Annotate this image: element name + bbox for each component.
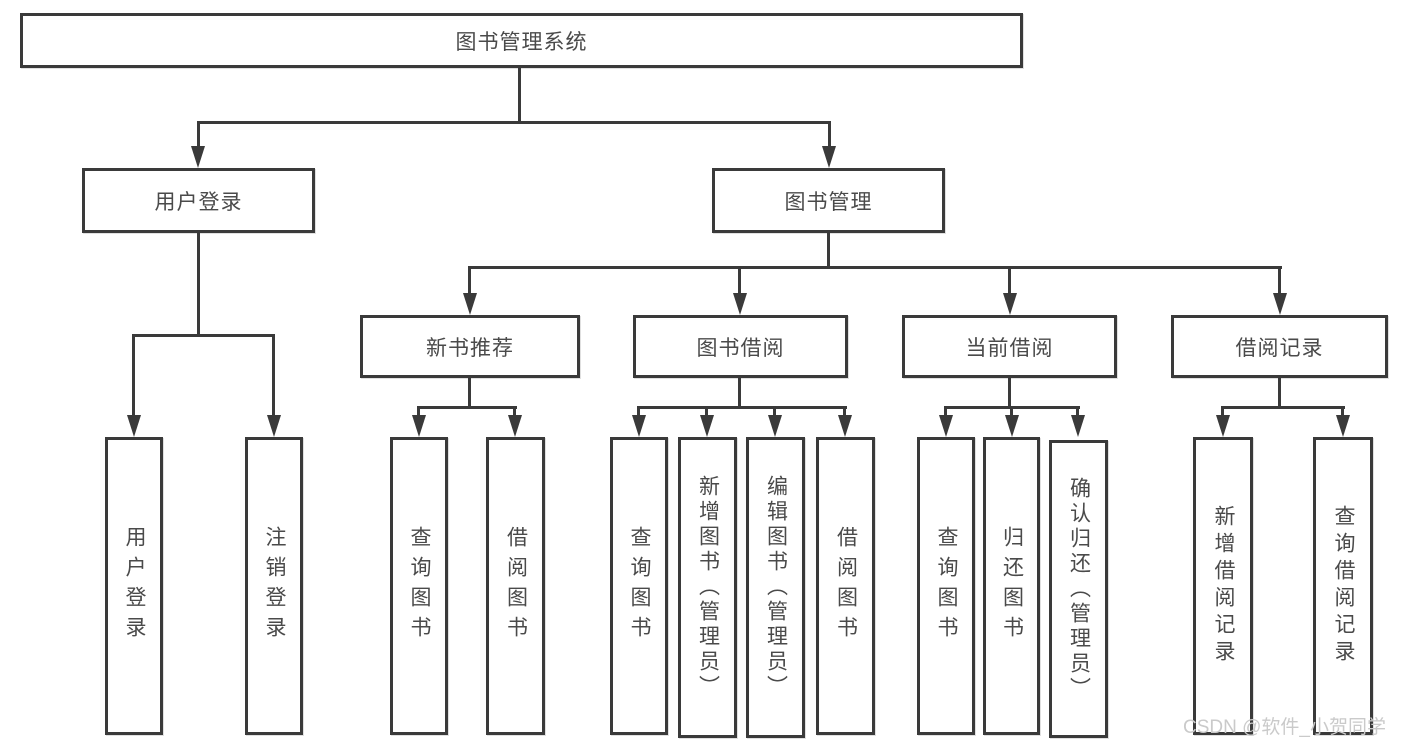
leaf-borrow-query-books: 查询图书 [610,437,668,735]
csdn-watermark: CSDN @软件_小贺同学 [1183,717,1386,738]
connector-drop-records [1278,266,1281,294]
leaf-borrow-add-books-admin-label: 新增图书（管理员） [696,475,720,700]
node-user-login: 用户登录 [82,168,315,233]
connector-borrow-branch [637,406,847,409]
leaf-records-query-record: 查询借阅记录 [1313,437,1373,735]
leaf-user-login-label: 用户登录 [123,526,146,646]
connector-book-management-stem [827,233,830,269]
leaf-newbook-query-books-label: 查询图书 [408,526,431,646]
connector-drop-newbook-borrow [513,406,516,417]
node-new-book-recommendation-label: 新书推荐 [426,336,514,360]
connector-book-management-branch [468,266,1282,269]
connector-borrow-stem [738,378,741,409]
connector-drop-borrow [738,266,741,294]
node-borrowing-records: 借阅记录 [1171,315,1388,378]
connector-new-book-stem [468,378,471,409]
arrowhead-records [1273,293,1287,315]
node-book-management: 图书管理 [712,168,945,233]
connector-records-stem [1278,378,1281,409]
leaf-records-add-record-label: 新增借阅记录 [1212,505,1235,667]
connector-drop-borrow-query [637,406,640,417]
leaf-current-query-books: 查询图书 [917,437,975,735]
connector-drop-borrow-add [705,406,708,417]
connector-root-branch [197,121,831,124]
node-current-borrowing: 当前借阅 [902,315,1117,378]
node-library-system: 图书管理系统 [20,13,1023,68]
leaf-borrow-edit-books-admin: 编辑图书（管理员） [746,437,805,738]
arrowhead-borrow-borrow [838,415,852,437]
arrowhead-current-confirm [1071,415,1085,437]
leaf-borrow-add-books-admin: 新增图书（管理员） [678,437,737,738]
leaf-records-add-record: 新增借阅记录 [1193,437,1253,735]
connector-drop-newbook-query [417,406,420,417]
arrowhead-borrow-query [632,415,646,437]
node-new-book-recommendation: 新书推荐 [360,315,580,378]
node-current-borrowing-label: 当前借阅 [965,336,1054,360]
connector-drop-borrow-borrow [843,406,846,417]
leaf-logout-label: 注销登录 [263,526,286,646]
connector-user-login-stem [197,233,200,336]
arrowhead-current-return [1005,415,1019,437]
connector-drop-user-login [197,121,200,148]
connector-drop-new-book [468,266,471,294]
connector-drop-login-leaf [132,334,135,415]
leaf-current-return-books-label: 归还图书 [1000,526,1024,646]
arrowhead-borrow-edit [768,415,782,437]
arrowhead-book-management [822,146,836,168]
node-library-system-label: 图书管理系统 [455,30,588,54]
connector-drop-logout-leaf [272,334,275,415]
connector-drop-records-add [1221,406,1224,417]
connector-drop-current-return [1010,406,1013,417]
leaf-logout: 注销登录 [245,437,303,735]
leaf-borrow-query-books-label: 查询图书 [628,526,651,646]
leaf-current-confirm-return-admin: 确认归还（管理员） [1049,440,1108,738]
connector-drop-records-query [1341,406,1344,417]
connector-drop-borrow-edit [773,406,776,417]
node-user-login-label: 用户登录 [154,190,243,214]
connector-drop-current [1008,266,1011,294]
leaf-newbook-borrow-books: 借阅图书 [486,437,545,735]
leaf-newbook-borrow-books-label: 借阅图书 [504,526,528,646]
arrowhead-new-book [463,293,477,315]
arrowhead-current-query [939,415,953,437]
node-book-management-label: 图书管理 [784,190,873,214]
node-book-borrowing: 图书借阅 [633,315,848,378]
connector-root-stem [518,68,521,123]
connector-drop-book-management [828,121,831,148]
leaf-current-confirm-return-admin-label: 确认归还（管理员） [1067,476,1091,702]
arrowhead-records-query [1336,415,1350,437]
leaf-borrow-borrow-books: 借阅图书 [816,437,875,735]
arrowhead-newbook-borrow [508,415,522,437]
leaf-current-query-books-label: 查询图书 [935,526,958,646]
arrowhead-login-leaf [127,415,141,437]
node-book-borrowing-label: 图书借阅 [696,336,785,360]
leaf-borrow-edit-books-admin-label: 编辑图书（管理员） [764,475,788,700]
leaf-user-login: 用户登录 [105,437,163,735]
arrowhead-newbook-query [412,415,426,437]
leaf-current-return-books: 归还图书 [983,437,1040,735]
connector-current-stem [1008,378,1011,409]
leaf-newbook-query-books: 查询图书 [390,437,448,735]
arrowhead-logout-leaf [267,415,281,437]
connector-drop-current-confirm [1076,406,1079,417]
leaf-records-query-record-label: 查询借阅记录 [1332,505,1355,667]
arrowhead-current [1003,293,1017,315]
connector-drop-current-query [944,406,947,417]
arrowhead-borrow [733,293,747,315]
connector-new-book-branch [417,406,517,409]
arrowhead-records-add [1216,415,1230,437]
arrowhead-user-login [191,146,205,168]
node-borrowing-records-label: 借阅记录 [1235,336,1324,360]
connector-records-branch [1221,406,1345,409]
connector-user-login-branch [132,334,275,337]
leaf-borrow-borrow-books-label: 借阅图书 [834,526,858,646]
arrowhead-borrow-add [700,415,714,437]
